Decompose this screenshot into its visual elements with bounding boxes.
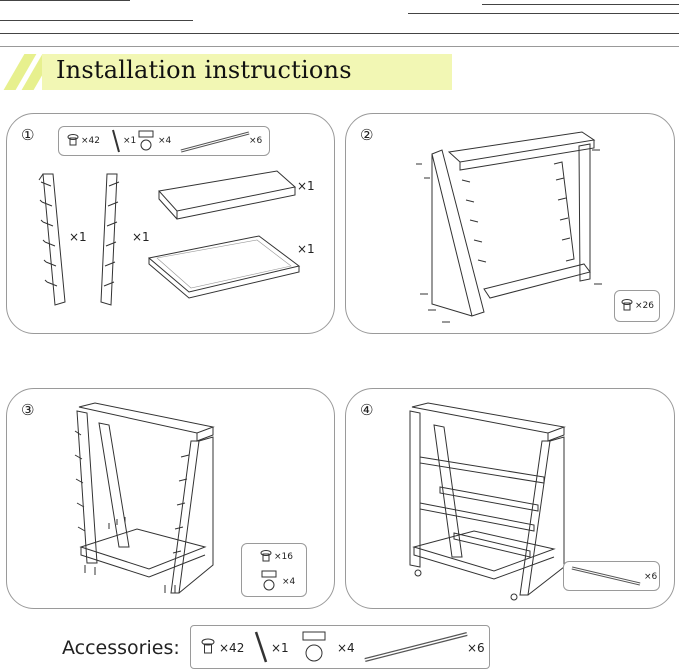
screw-icon	[201, 638, 215, 654]
accessories-label: Accessories:	[62, 637, 180, 659]
top-frame-drawing	[158, 170, 297, 220]
header-rule	[482, 4, 679, 5]
side-left-count: ×1	[69, 230, 87, 244]
rod-icon	[571, 566, 641, 586]
screw-icon	[260, 550, 272, 562]
header-rule	[0, 46, 679, 47]
rod-count: ×6	[249, 136, 263, 146]
page-title: Installation instructions	[56, 56, 352, 84]
step-3-number: ③	[21, 401, 35, 419]
step-4-number: ④	[360, 401, 374, 419]
header-rule	[0, 33, 679, 34]
screw-count: ×16	[274, 552, 293, 562]
step-1-panel: ① ×42 ×1 ×4 ×6 ×1 ×1	[6, 113, 335, 334]
step-1-number: ①	[21, 126, 35, 144]
side-right-count: ×1	[132, 230, 150, 244]
screw-count: ×42	[81, 136, 100, 146]
step-4-assembly-drawing	[409, 402, 566, 601]
rod-icon	[180, 131, 250, 153]
accessories-box: ×42 ×1 ×4 ×6	[190, 625, 490, 669]
screw-icon	[621, 299, 633, 311]
wrench-icon	[254, 631, 268, 663]
banner-background	[42, 54, 452, 90]
bottom-frame-drawing	[147, 235, 301, 299]
step-2-panel: ② ×26	[345, 113, 675, 334]
step-4-parts-box: ×6	[563, 561, 660, 591]
header-rule	[0, 0, 130, 1]
caster-icon	[302, 631, 326, 662]
accessories-rod-count: ×6	[467, 641, 485, 655]
top-frame-count: ×1	[297, 179, 315, 193]
step-4-panel: ④ ×6	[345, 388, 675, 609]
bottom-frame-count: ×1	[297, 242, 315, 256]
wrench-count: ×1	[123, 136, 137, 146]
caster-icon	[261, 570, 277, 591]
step-3-parts-box: ×16 ×4	[241, 543, 307, 597]
rod-icon	[364, 632, 468, 662]
accessories-caster-count: ×4	[337, 641, 355, 655]
title-banner: Installation instructions	[0, 54, 452, 90]
caster-icon	[138, 130, 154, 151]
screw-count: ×26	[635, 301, 654, 311]
step-3-panel: ③ ×16 ×4	[6, 388, 335, 609]
caster-count: ×4	[158, 136, 172, 146]
step-2-assembly-drawing	[416, 131, 602, 323]
side-panel-right-drawing	[100, 173, 120, 306]
rod-count: ×6	[644, 572, 658, 582]
screw-icon	[67, 134, 79, 146]
step-3-assembly-drawing	[74, 402, 215, 594]
step-2-number: ②	[360, 126, 374, 144]
caster-count: ×4	[282, 577, 296, 587]
step-2-parts-box: ×26	[614, 290, 660, 322]
accessories-wrench-count: ×1	[271, 641, 289, 655]
wrench-icon	[112, 129, 120, 153]
accessories-screw-count: ×42	[219, 641, 245, 655]
header-rule	[0, 20, 193, 21]
header-rule	[408, 13, 679, 14]
step-1-parts-box: ×42 ×1 ×4 ×6	[58, 126, 270, 156]
side-panel-left-drawing	[38, 173, 66, 306]
